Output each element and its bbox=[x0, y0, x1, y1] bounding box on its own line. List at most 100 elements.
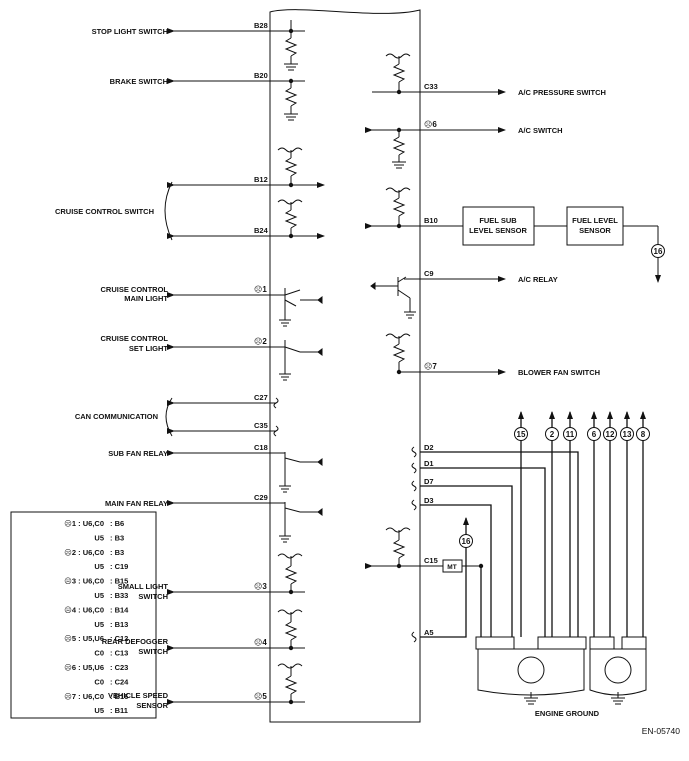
label-small-light-2: SWITCH bbox=[138, 592, 168, 601]
legend-value: : B14 bbox=[110, 605, 129, 614]
pin-c35: C35 bbox=[254, 421, 268, 430]
legend-value: : B13 bbox=[110, 620, 128, 629]
ecm-body bbox=[269, 9, 421, 723]
brackets bbox=[164, 181, 173, 437]
legend-key: C0 bbox=[94, 649, 104, 658]
fuel-sensors bbox=[462, 206, 624, 246]
left-junctions bbox=[288, 28, 294, 705]
legend-value: : C12 bbox=[110, 634, 128, 643]
pin-d7: D7 bbox=[424, 477, 434, 486]
label-cc-set-light-1: CRUISE CONTROL bbox=[101, 334, 169, 343]
pin-c27: C27 bbox=[254, 393, 268, 402]
legend-key: U5 bbox=[94, 591, 104, 600]
left-transistors bbox=[279, 288, 323, 543]
pin-d1: D1 bbox=[424, 459, 434, 468]
star-5: ☹5 bbox=[254, 692, 267, 701]
harness-wires bbox=[518, 411, 646, 637]
ac-relay-transistor bbox=[370, 276, 416, 319]
right-pin-marks bbox=[411, 446, 417, 643]
pin-c9: C9 bbox=[424, 269, 434, 278]
legend-key: U5 bbox=[94, 620, 104, 629]
pin-d3: D3 bbox=[424, 496, 434, 505]
label-ac-pressure-switch: A/C PRESSURE SWITCH bbox=[518, 88, 606, 97]
label-cruise-control-switch: CRUISE CONTROL SWITCH bbox=[55, 207, 154, 216]
ground-wires bbox=[420, 451, 579, 638]
label-rear-defogger-2: SWITCH bbox=[138, 647, 168, 656]
label-stop-light-switch: STOP LIGHT SWITCH bbox=[92, 27, 168, 36]
pin-b12: B12 bbox=[254, 175, 268, 184]
connector-15: 15 bbox=[517, 430, 526, 439]
label-cc-main-light-2: MAIN LIGHT bbox=[124, 294, 168, 303]
label-ac-relay: A/C RELAY bbox=[518, 275, 558, 284]
legend-value: : B3 bbox=[110, 533, 124, 542]
connector-13: 13 bbox=[623, 430, 632, 439]
label-blower-fan-switch: BLOWER FAN SWITCH bbox=[518, 368, 600, 377]
label-can-communication: CAN COMMUNICATION bbox=[75, 412, 158, 421]
right-junctions bbox=[396, 89, 484, 569]
label-fuel-level-1: FUEL LEVEL bbox=[572, 216, 618, 225]
pin-b24: B24 bbox=[254, 226, 269, 235]
label-vehicle-speed-2: SENSOR bbox=[136, 701, 168, 710]
figure-code: EN-05740 bbox=[642, 726, 681, 736]
label-cc-set-light-2: SET LIGHT bbox=[129, 344, 169, 353]
legend-key: ☹4 : U6,C0 bbox=[64, 605, 104, 614]
connector-16-fuel: 16 bbox=[654, 247, 663, 256]
connector-circles bbox=[459, 244, 665, 548]
left-resistors bbox=[277, 20, 303, 702]
connector-8: 8 bbox=[641, 430, 646, 439]
left-wires bbox=[167, 28, 325, 705]
pin-d2: D2 bbox=[424, 443, 434, 452]
right-wires bbox=[365, 89, 661, 569]
legend-value: : C24 bbox=[110, 677, 129, 686]
right-resistors bbox=[385, 53, 411, 566]
legend-value: : B11 bbox=[110, 706, 128, 715]
legend-box: ☹1 : U6,C0 : B6 U5 : B3 ☹2 : U6,C0 : B3 U5 : C1… bbox=[10, 511, 157, 719]
label-vehicle-speed-1: VEHICLE SPEED bbox=[108, 691, 169, 700]
connector-6: 6 bbox=[592, 430, 597, 439]
connector-12: 12 bbox=[606, 430, 615, 439]
star-1: ☹1 bbox=[254, 285, 267, 294]
label-ac-switch: A/C SWITCH bbox=[518, 126, 563, 135]
star-4: ☹4 bbox=[254, 638, 267, 647]
label-cc-main-light-1: CRUISE CONTROL bbox=[101, 285, 169, 294]
legend-key: ☹6 : U5,U6 bbox=[64, 663, 104, 672]
pin-c33: C33 bbox=[424, 82, 438, 91]
label-sub-fan-relay: SUB FAN RELAY bbox=[108, 449, 168, 458]
mt-switch bbox=[442, 559, 481, 573]
pin-b10: B10 bbox=[424, 216, 438, 225]
legend-value: : B16 bbox=[110, 692, 128, 701]
pin-b20: B20 bbox=[254, 71, 268, 80]
legend-key: ☹7 : U6,C0 bbox=[64, 692, 104, 701]
label-fuel-level-2: SENSOR bbox=[579, 226, 611, 235]
legend-value: : B6 bbox=[110, 519, 124, 528]
label-rear-defogger-1: REAR DEFOGGER bbox=[102, 637, 169, 646]
pin-b28: B28 bbox=[254, 21, 268, 30]
legend-key: ☹5 : U5,U6 bbox=[64, 634, 104, 643]
legend-key: U5 bbox=[94, 562, 104, 571]
label-mt: MT bbox=[447, 564, 456, 571]
can-terminators bbox=[273, 397, 279, 437]
label-engine-ground: ENGINE GROUND bbox=[535, 709, 600, 718]
connector-2: 2 bbox=[550, 430, 555, 439]
legend-value: : B15 bbox=[110, 577, 128, 586]
label-main-fan-relay: MAIN FAN RELAY bbox=[105, 499, 168, 508]
legend-key: ☹3 : U6,C0 bbox=[64, 577, 104, 586]
label-small-light-1: SMALL LIGHT bbox=[118, 582, 169, 591]
connector-11: 11 bbox=[566, 430, 575, 439]
legend-value: : B3 bbox=[110, 548, 124, 557]
legend-key: ☹2 : U6,C0 bbox=[64, 548, 104, 557]
star-7: ☹7 bbox=[424, 362, 437, 371]
label-fuel-sub-1: FUEL SUB bbox=[479, 216, 517, 225]
engine-ground-blocks bbox=[475, 636, 647, 705]
pin-c29: C29 bbox=[254, 493, 268, 502]
star-6: ☹6 bbox=[424, 120, 437, 129]
legend-value: : B33 bbox=[110, 591, 128, 600]
star-2: ☹2 bbox=[254, 337, 267, 346]
label-fuel-sub-2: LEVEL SENSOR bbox=[469, 226, 527, 235]
legend-value: : C19 bbox=[110, 562, 128, 571]
legend-key: ☹1 : U6,C0 bbox=[64, 519, 104, 528]
pin-c15: C15 bbox=[424, 556, 438, 565]
pin-a5: A5 bbox=[424, 628, 434, 637]
connector-16-mt: 16 bbox=[462, 537, 471, 546]
